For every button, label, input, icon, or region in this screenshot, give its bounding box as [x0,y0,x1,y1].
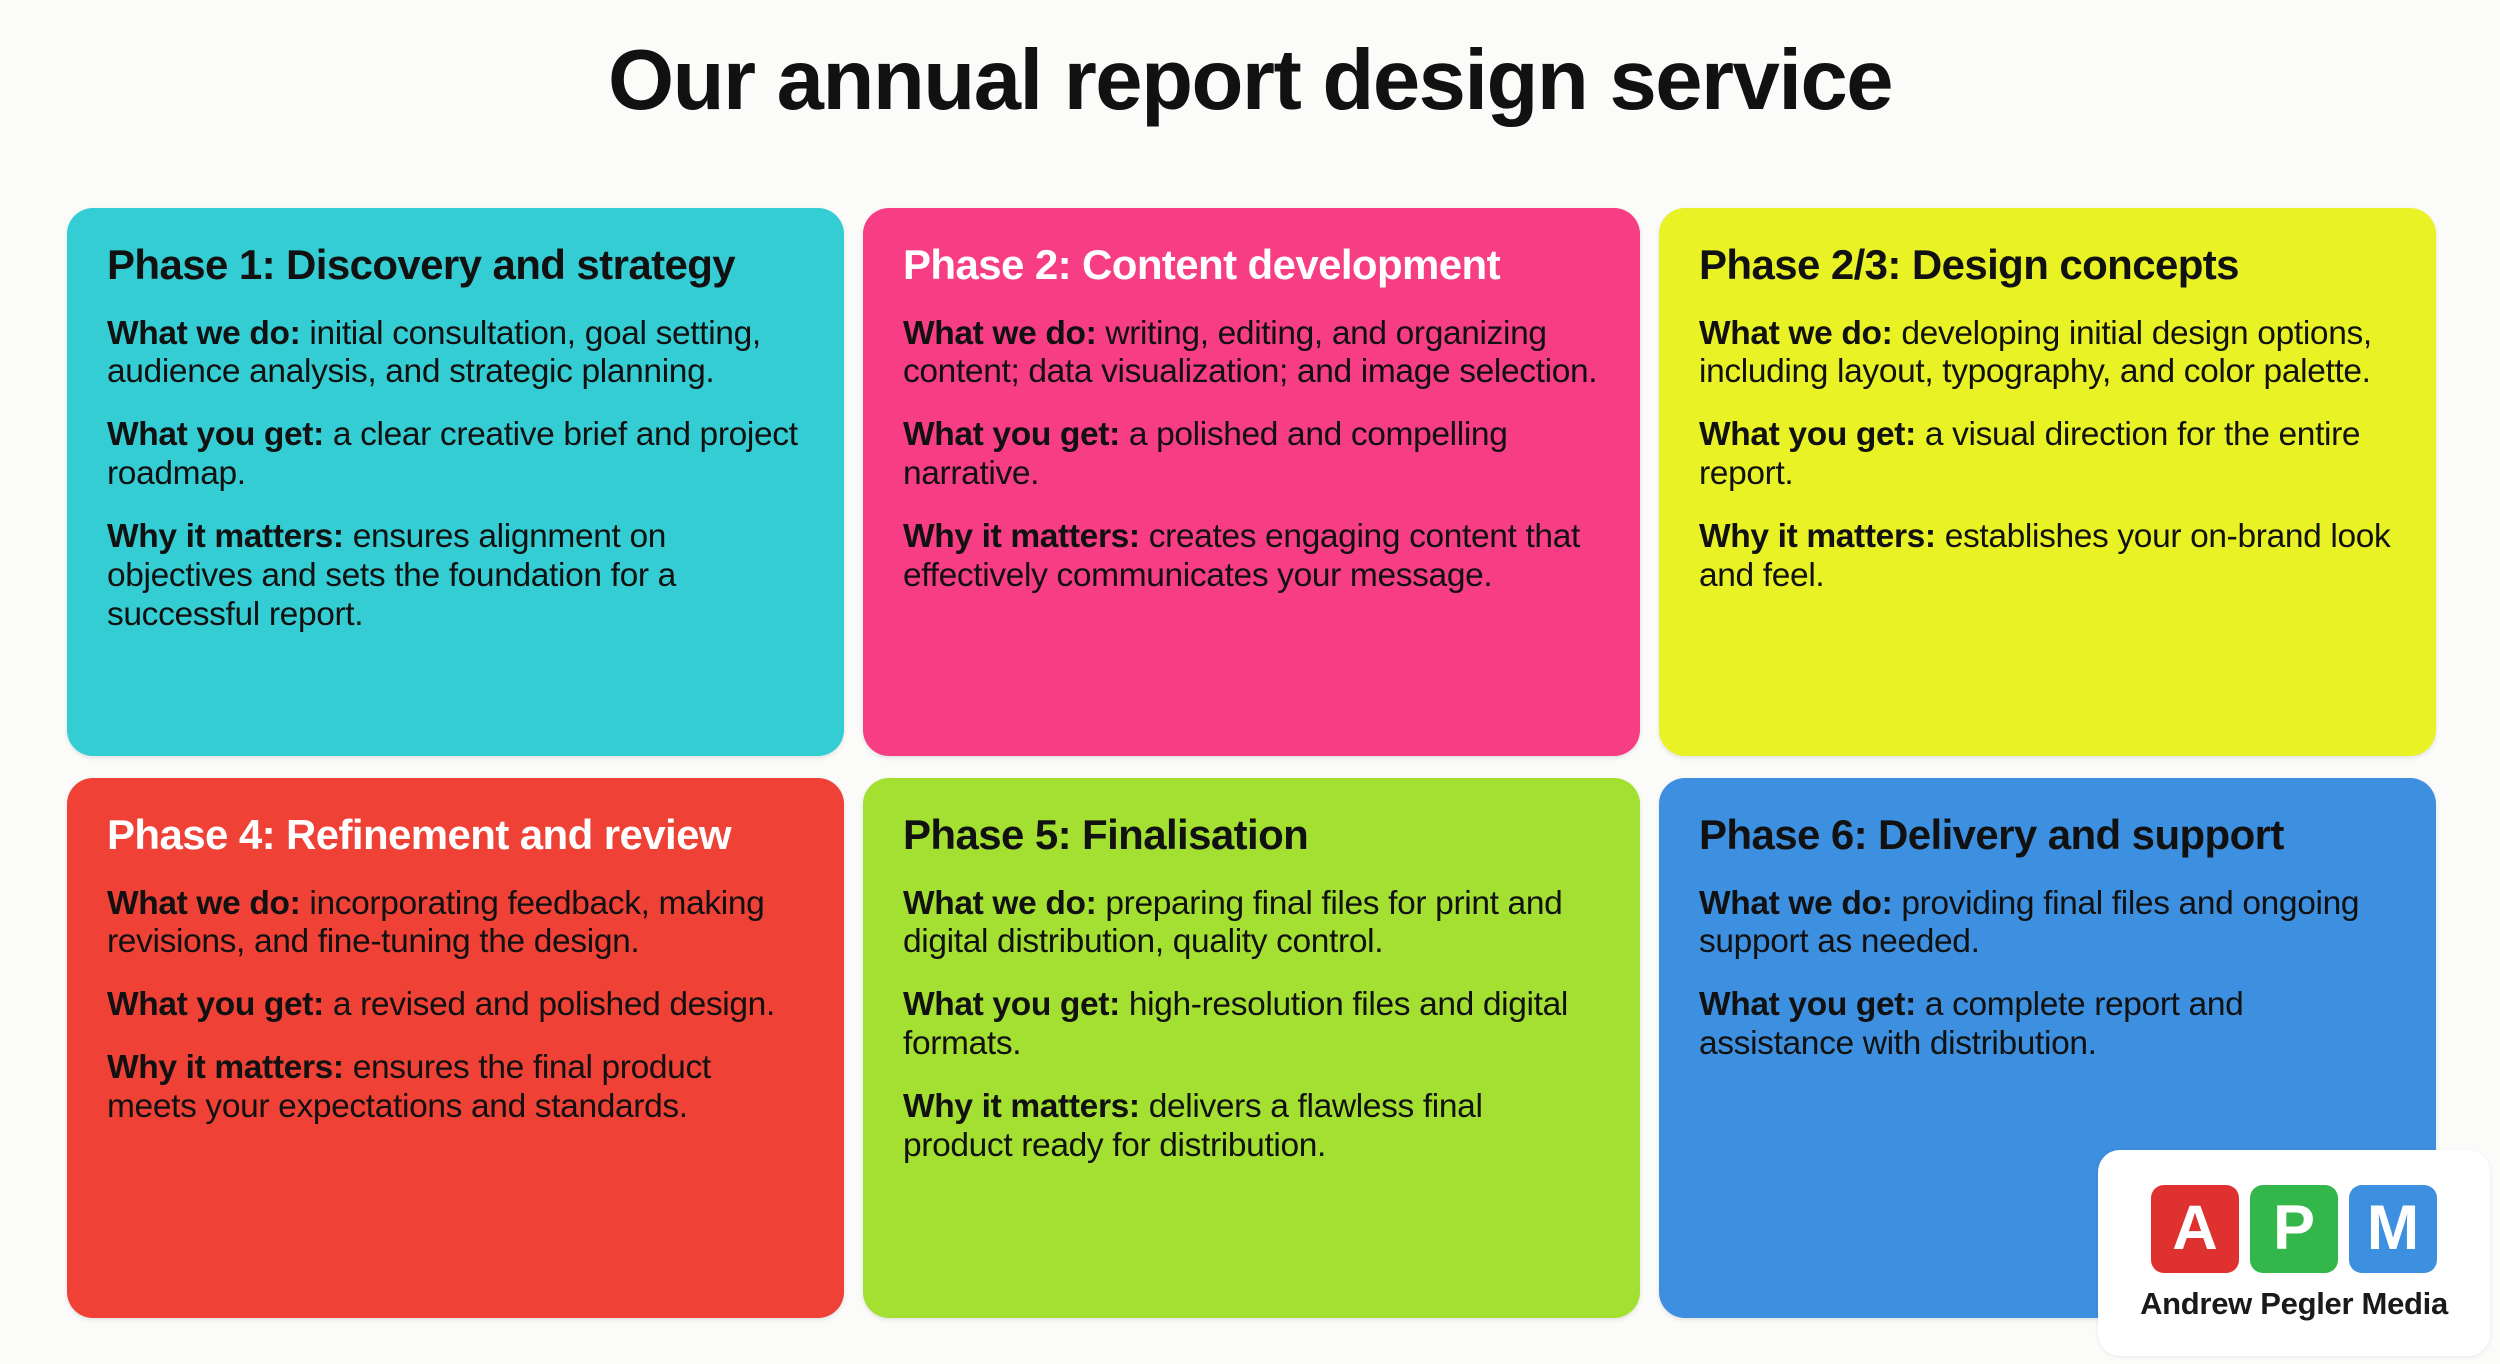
phase-card-row-label: What you get: [903,416,1120,454]
phase-card-row-label: What you get: [1699,986,1916,1024]
phase-card-row-text: writing, editing, and organizing content… [903,314,1598,391]
phase-card-row-text: ensures alignment on objectives and sets… [107,518,676,633]
phase-card-row: Why it matters: delivers a flawless fina… [903,1088,1600,1166]
phase-card-row-label: Why it matters: [107,518,344,556]
phase-card-row-label: Why it matters: [903,518,1140,556]
phase-card-row: What you get: a clear creative brief and… [107,416,804,494]
phase-card-row: What we do: writing, editing, and organi… [903,315,1600,393]
phase-card-row-text: a clear creative brief and project roadm… [107,416,798,493]
phase-card-row: What we do: incorporating feedback, maki… [107,885,804,963]
phase-card-row-text: ensures the final product meets your exp… [107,1049,711,1126]
phase-card-row: What we do: initial consultation, goal s… [107,315,804,393]
phase-card-row-text: preparing final files for print and digi… [903,884,1563,961]
phase-card-row-label: What you get: [107,416,324,454]
phase-card-row-label: What we do: [1699,314,1893,352]
phase-card-row-text: a visual direction for the entire report… [1699,416,2361,493]
phase-card-row: What you get: a complete report and assi… [1699,986,2396,1064]
phase-card-title: Phase 2/3: Design concepts [1699,241,2240,288]
phase-card-row: What we do: preparing final files for pr… [903,885,1600,963]
phase-card-title: Phase 6: Delivery and support [1699,811,2284,858]
phase-card-row-label: What we do: [1699,884,1893,922]
phase-card-row: Why it matters: creates engaging content… [903,518,1600,596]
phase-card-row-label: Why it matters: [903,1088,1140,1126]
phase-card-row-label: What you get: [1699,416,1916,454]
phase-card-row: What we do: developing initial design op… [1699,315,2396,393]
phase-card-row-text: providing final files and ongoing suppor… [1699,884,2360,961]
phase-card-title: Phase 1: Discovery and strategy [107,241,736,288]
phase-card-row: What you get: a polished and compelling … [903,416,1600,494]
phase-card-title: Phase 2: Content development [903,241,1501,288]
phase-card-row-label: What you get: [903,986,1120,1024]
phase-card-row-text: initial consultation, goal setting, audi… [107,314,761,391]
phase-card-row-text: developing initial design options, inclu… [1699,314,2372,391]
phase-card-row-text: establishes your on-brand look and feel. [1699,518,2391,594]
phase-card-row-text: creates engaging content that effectivel… [903,518,1580,594]
apm-logo-wordmark: Andrew Pegler Media [2140,1285,2448,1321]
phase-card-row-text: delivers a flawless final product ready … [903,1088,1483,1164]
phase-card-row-text: a complete report and assistance with di… [1699,986,2244,1063]
apm-logo-tile-p: P [2250,1184,2338,1273]
phase-card-row: What we do: providing final files and on… [1699,885,2396,963]
apm-logo-tile-a: A [2151,1184,2239,1273]
phase-card-row-label: What you get: [107,986,324,1024]
phase-card-row: Why it matters: ensures alignment on obj… [107,518,804,635]
phase-card-row-text: a polished and compelling narrative. [903,416,1508,493]
phase-card-title: Phase 4: Refinement and review [107,811,732,858]
phase-card-row-label: Why it matters: [1699,518,1936,556]
phase-card-row: What you get: a visual direction for the… [1699,416,2396,494]
phase-card-row-text: high-resolution files and digital format… [903,986,1568,1063]
phase-card-row-label: What we do: [903,884,1097,922]
phase-card-row-label: What we do: [107,314,301,352]
phase-card-row-text: incorporating feedback, making revisions… [107,884,765,961]
phase-card-row: Why it matters: establishes your on-bran… [1699,518,2396,596]
phase-card-row: What you get: high-resolution files and … [903,986,1600,1064]
phase-card-row-label: What we do: [903,314,1097,352]
phase-card-row-label: Why it matters: [107,1049,344,1087]
phase-card-row: Why it matters: ensures the final produc… [107,1049,804,1127]
phase-card-row-label: What we do: [107,884,301,922]
page-title: Our annual report design service [607,33,1894,128]
phase-card-row: What you get: a revised and polished des… [107,986,804,1025]
apm-logo-tile-m: M [2349,1184,2437,1273]
phase-card-row-text: a revised and polished design. [323,986,775,1024]
phase-card-title: Phase 5: Finalisation [903,811,1309,858]
